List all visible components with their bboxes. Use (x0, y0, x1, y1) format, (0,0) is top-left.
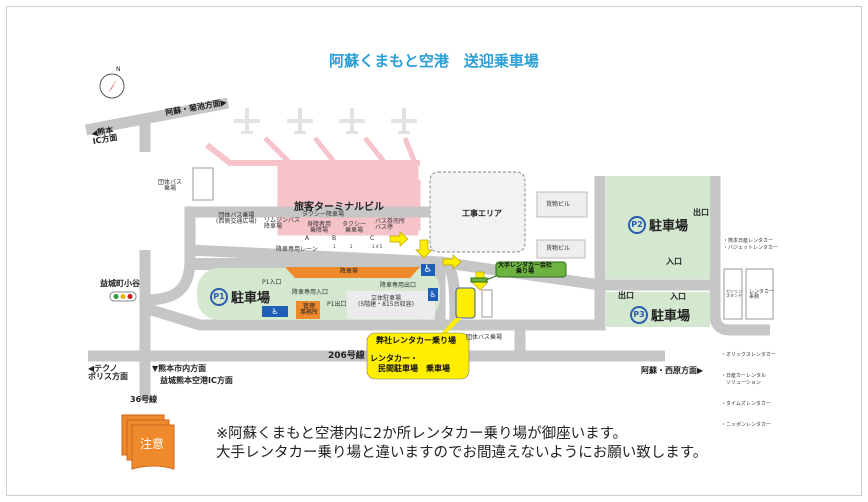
arrow-icon (415, 239, 433, 259)
p1-icon: P1 (210, 287, 228, 306)
frame (6, 6, 862, 496)
p3-icon: P3 (630, 305, 648, 324)
multilevel-parking-label: 立体駐車場 (5階建・815台収容) (358, 295, 414, 308)
p2-icon: P2 (628, 215, 646, 234)
parking-label: 駐車場 (651, 309, 691, 324)
private-parking-label: レンタカー・ 民間駐車場 乗車場 (370, 354, 450, 373)
rental-company: ・ニッポンレンタカー (721, 422, 772, 428)
direction-aso-nishihara: 阿蘇・西原方面▶ (641, 366, 704, 375)
group-bus-top-label: 団体バス 乗場 (158, 179, 183, 192)
notice-line-2: 大手レンタカー乗り場と違いますのでお間違えないようにお願い致します。 (216, 445, 708, 461)
airplane-icon (391, 108, 417, 134)
direction-mashiki: 益城町小谷 (100, 279, 140, 288)
p3-exit-label: 出口 (618, 291, 634, 300)
group-bus-west-label: 団体バス乗場 (西側交通広場) (216, 212, 257, 225)
arrow-icon (442, 254, 462, 270)
parking-label: 駐車場 (231, 291, 271, 306)
route-206-label: 206号線 (328, 351, 365, 361)
taxi-ride-label: タクシー 乗車場 (342, 221, 367, 234)
direction-mashiki-ic: 益城熊本空港IC方面 (160, 376, 233, 385)
cargo-building (536, 191, 588, 218)
compass-label: N (116, 66, 121, 73)
map-title: 阿蘇くまもと空港 送迎乗車場 (329, 52, 539, 70)
cargo-label: 貨物ビル (546, 201, 571, 208)
compass-icon (99, 73, 125, 99)
rental-company: ・タイムズレンタカー (721, 401, 771, 407)
direction-techno: ◀テクノ ポリス方面 (88, 364, 128, 381)
wheelchair-icon: ♿ (262, 306, 288, 317)
stop-c: C (370, 235, 375, 242)
parking-label: 駐車場 (649, 219, 689, 234)
our-rental-label: 弊社レンタカー乗り場 (376, 336, 456, 345)
rental-office-box (745, 268, 774, 320)
p3-parking-area (606, 292, 710, 327)
rental-office-label: レンタカー 事務 (749, 289, 775, 300)
disabled-drop-label: 身障者用 乗降場 (307, 221, 332, 234)
rental-company: ・バジェットレンタカー (723, 245, 779, 251)
arrow-icon (389, 231, 409, 247)
gas-station-label: ガソリン スタンド (726, 289, 742, 298)
stop-a: A (305, 235, 310, 242)
office-label: 管理 事務所 (300, 303, 319, 316)
rental-company: ・オリックスレンタカー (721, 352, 776, 358)
multilevel-parking (347, 291, 435, 319)
group-bus-bottom-label: 団体バス乗場 (466, 334, 503, 341)
route-36-label: 36号線 (130, 395, 158, 404)
p1-exit-label: P1出口 (327, 301, 347, 308)
airplane-icon (287, 108, 313, 134)
stop-345: 3 4 5 (372, 244, 383, 249)
major-rental-label: 大手レンタカー会社 乗り場 (498, 262, 553, 275)
construction-label: 工事エリア (462, 209, 502, 218)
rental-company: ・日産カーレンタル ソリューション (721, 373, 767, 386)
p2-entrance-label: 入口 (666, 257, 682, 266)
our-rental-pickup-spot (455, 287, 476, 319)
stop-2: 2 (350, 244, 353, 249)
airplane-icon (234, 108, 260, 134)
p1-entrance-label: P1入口 (262, 279, 282, 286)
terminal-label: 旅客ターミナルビル (294, 202, 384, 213)
drop-entrance-label: 降車専用入口 (292, 289, 329, 296)
cargo-label: 貨物ビル (546, 245, 571, 252)
rental-company: ・熊本日産レンタカー (723, 238, 774, 244)
stop-b: B (332, 235, 337, 242)
airplane-icon (339, 108, 365, 134)
bus-ticket-label: バス券売所 バス停 (375, 218, 406, 231)
group-bus-bottom-box (481, 289, 493, 318)
rental-list-top: ・熊本日産レンタカー ・バジェットレンタカー (723, 238, 778, 252)
stop-1: 1 (333, 244, 336, 249)
office-box (296, 301, 320, 319)
terminal-building (205, 136, 421, 236)
notice-line-1: ※阿蘇くまもと空港内に2か所レンタカー乗り場が御座います。 (216, 426, 628, 442)
direction-kumamoto-city: ▼熊本市内方面 (152, 364, 207, 373)
notice-icon (121, 414, 175, 470)
drop-lane-label: 降車専用レーン (276, 246, 318, 253)
rental-list-bottom: ・オリックスレンタカー ・日産カーレンタル ソリューション ・タイムズレンタカー… (721, 338, 776, 436)
airplane-icons (234, 108, 417, 134)
p3-entrance-label: 入口 (670, 292, 686, 301)
drop-zone-label: 降車帯 (340, 268, 359, 275)
group-bus-box (192, 167, 214, 201)
limousine-label: リムジンバス 降車場 (264, 217, 301, 230)
wheelchair-icon: ♿ (421, 264, 435, 276)
major-rental-callout (495, 261, 567, 278)
notice-badge: 注意 (140, 437, 165, 451)
gas-station-box (723, 268, 743, 320)
cargo-building (536, 239, 586, 259)
p2-exit-label: 出口 (693, 208, 709, 217)
drop-exit-label: 降車専用出口 (380, 282, 417, 289)
drop-zone (285, 267, 420, 278)
wheelchair-icon: ♿ (428, 288, 438, 301)
p2-parking-area (606, 176, 710, 279)
taxi-drop-label: タクシー降車場 (302, 211, 345, 218)
